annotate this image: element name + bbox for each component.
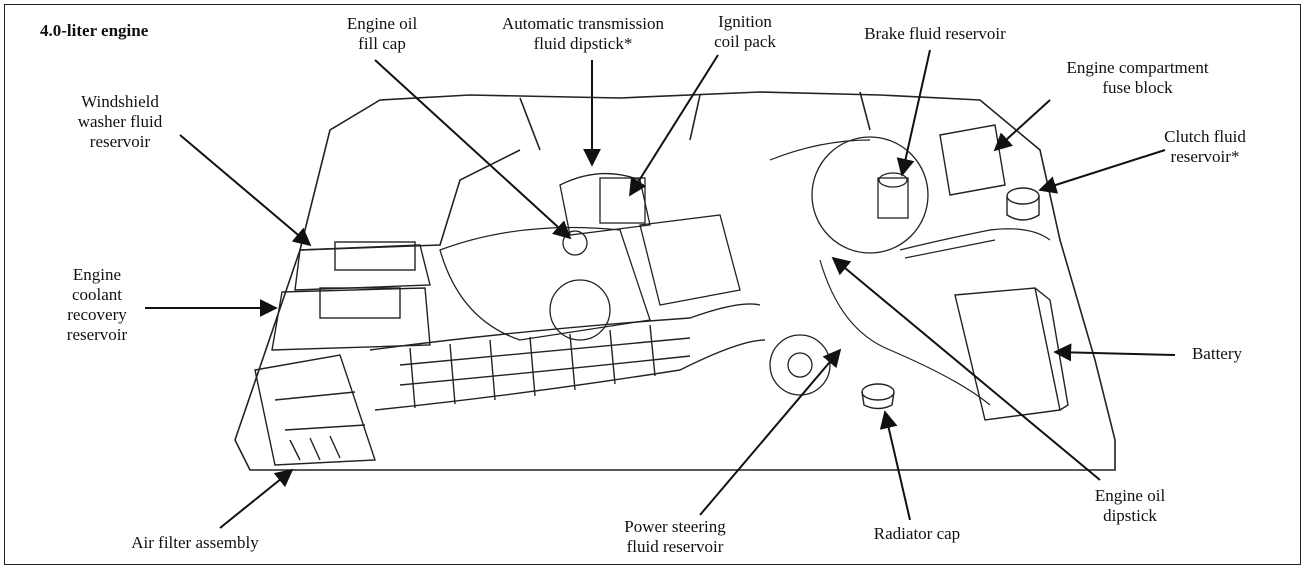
intake-tube-shape	[369, 303, 766, 411]
brake-booster-shape	[811, 136, 929, 254]
fuse-block-shape	[939, 124, 1006, 196]
battery-shape	[954, 287, 1069, 421]
label-windshield-washer-fluid-reservoir: Windshield washer fluid reservoir	[77, 92, 163, 151]
label-automatic-transmission-fluid-dipstick: Automatic transmission fluid dipstick*	[502, 14, 664, 53]
clutch-reservoir-shape	[1006, 187, 1040, 221]
label-engine-coolant-recovery-reservoir: Engine coolant recovery reservoir	[66, 265, 128, 344]
label-engine-oil-dipstick: Engine oil dipstick	[1094, 486, 1166, 525]
label-air-filter-assembly: Air filter assembly	[131, 533, 259, 552]
engine-block-shape	[439, 172, 831, 396]
label-power-steering-fluid-reservoir: Power steering fluid reservoir	[624, 517, 726, 556]
washer-reservoir-shape	[294, 241, 431, 291]
label-engine-oil-fill-cap: Engine oil fill cap	[346, 14, 418, 53]
label-clutch-fluid-reservoir: Clutch fluid reservoir*	[1164, 127, 1246, 166]
diagram-frame	[4, 4, 1301, 565]
radiator-cap-shape	[861, 383, 895, 410]
diagram-title: 4.0-liter engine	[40, 21, 149, 40]
hoses	[769, 139, 1051, 406]
leader-arrows	[145, 49, 1176, 529]
label-battery: Battery	[1191, 344, 1243, 363]
label-brake-fluid-reservoir: Brake fluid reservoir	[864, 24, 1006, 43]
label-ignition-coil-pack: Ignition coil pack	[714, 12, 776, 51]
air-filter-shape	[254, 354, 376, 466]
label-engine-compartment-fuse-block: Engine compartment fuse block	[1066, 58, 1209, 97]
coolant-reservoir-shape	[271, 287, 431, 351]
label-radiator-cap: Radiator cap	[873, 524, 961, 543]
